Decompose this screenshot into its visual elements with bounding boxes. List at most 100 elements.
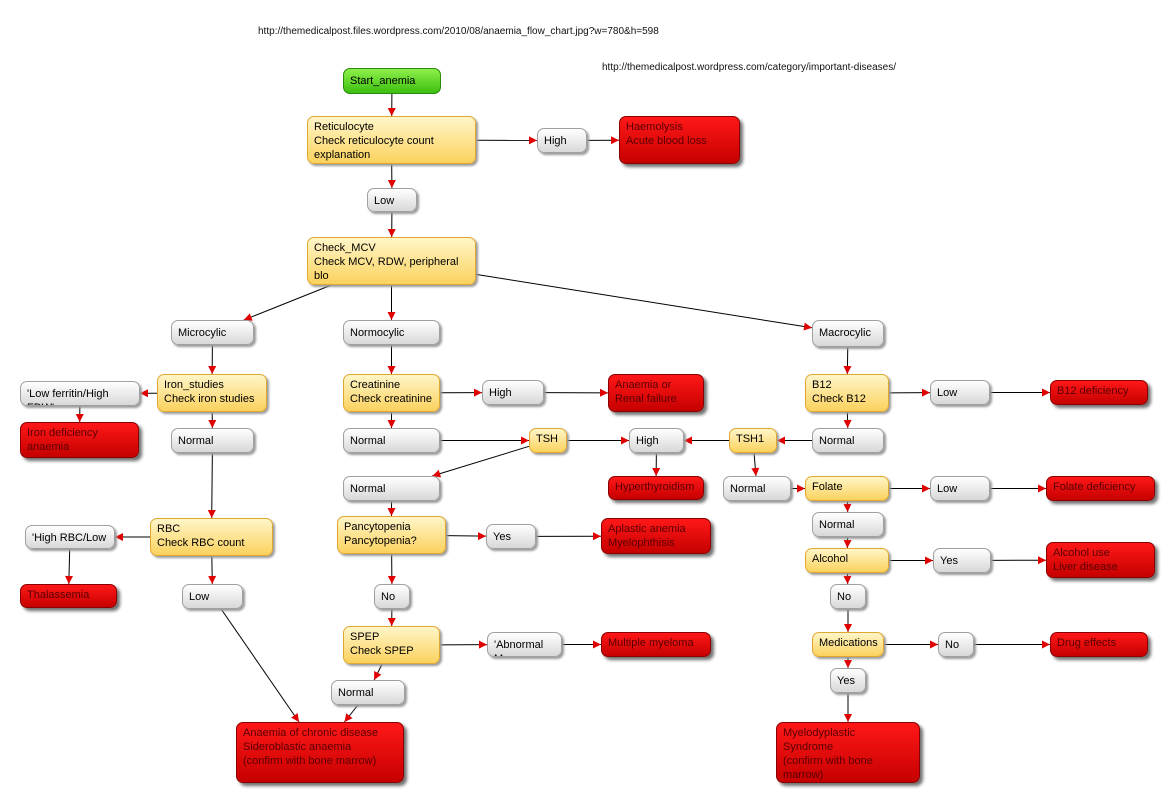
node-text-line: Acute blood loss (626, 135, 707, 147)
node-text-line: RBC (157, 523, 181, 535)
arrowhead (291, 713, 299, 722)
arrowhead (1038, 484, 1046, 493)
arrowhead (777, 436, 785, 445)
node-text-line: Check reticulocyte count (314, 135, 434, 147)
source-url-top: http://themedicalpost.files.wordpress.co… (258, 26, 659, 37)
arrowhead (387, 420, 396, 428)
arrowhead (797, 484, 805, 493)
node-text-line: (confirm with bone marrow) (783, 755, 873, 781)
node-text-line: Check B12 (812, 393, 866, 405)
node-text-line: Anaemia of chronic disease (243, 727, 379, 739)
node-text-line: B12 deficiency (1057, 385, 1129, 397)
node-macrocytic: Macrocylic (812, 320, 884, 347)
node-text-line: Liver disease (1053, 561, 1118, 573)
node-tsh1: TSH1 (729, 428, 777, 453)
arrowhead (115, 533, 123, 541)
node-text-line: Start_anemia (350, 75, 416, 87)
node-alcohol: Alcohol (805, 548, 889, 573)
node-text-line: 'Low ferritin/High FDW' (27, 388, 109, 405)
node-tsh-high: High (629, 428, 684, 453)
node-text-line: High (489, 387, 512, 399)
arrowhead (387, 617, 396, 626)
node-abnormal-m: 'Abnormal M (487, 632, 562, 657)
arrowhead (387, 228, 396, 237)
node-thalassemia: Thalassemia (20, 584, 117, 608)
node-tsh: TSH (529, 428, 567, 453)
node-drug-effects: Drug effects (1050, 632, 1148, 657)
node-text-line: Drug effects (1057, 637, 1117, 649)
arrowhead (593, 640, 601, 649)
node-text-line: Creatinine (350, 379, 401, 391)
node-text-line: Yes (837, 675, 855, 687)
node-text-line: Medications (819, 637, 878, 649)
arrowhead (684, 436, 692, 445)
node-text-line: High (636, 435, 659, 447)
node-text-line: Check_MCV (314, 242, 376, 254)
node-text-line: Yes (493, 531, 511, 543)
node-text-line: Thalassemia (27, 589, 90, 601)
node-text-line: Check creatinine (350, 393, 432, 405)
arrowhead (208, 365, 217, 374)
node-text-line: Folate (812, 481, 843, 493)
node-text-line: Yes (940, 555, 958, 567)
arrowhead (387, 179, 396, 188)
node-tsh1-normal: Normal (723, 476, 791, 501)
connector-line (220, 608, 300, 723)
node-text-line: No (381, 591, 396, 603)
connector-line (243, 284, 332, 321)
node-normocytic: Normocylic (343, 320, 440, 345)
node-text-line: Normal (178, 435, 214, 447)
node-text-line: Alcohol use (1053, 547, 1110, 559)
arrowhead (925, 556, 933, 565)
node-tsh-normal: Normal (343, 476, 440, 501)
node-text-line: TSH (536, 433, 558, 445)
node-text-line: Iron_studies (164, 379, 224, 391)
node-text-line: Myelodyplastic (783, 727, 856, 739)
node-text-line: Anaemia or (615, 379, 672, 391)
node-text-line: explanation (314, 283, 469, 284)
node-text-line: Iron deficiency (27, 427, 98, 439)
node-text-line: Aplastic anemia (608, 523, 686, 535)
node-text-line: Myelophthisis (608, 537, 675, 549)
node-low-ferritin: 'Low ferritin/High FDW' (20, 381, 140, 406)
arrowhead (374, 671, 382, 680)
arrowhead (65, 575, 74, 584)
node-text-line: 'Abnormal M (494, 639, 544, 656)
node-text-line: Pancytopenia? (344, 535, 417, 547)
node-alcohol-yes: Yes (933, 548, 991, 573)
node-multiple-myeloma: Multiple myeloma (601, 632, 711, 657)
arrowhead (344, 713, 353, 722)
arrowhead (844, 660, 852, 668)
arrowhead (592, 532, 601, 541)
node-iron-normal: Normal (171, 428, 254, 453)
node-text-line: Low (937, 387, 958, 399)
node-text-line: No (945, 639, 960, 651)
node-retic-low: Low (367, 188, 417, 212)
node-retic-high: High (537, 128, 587, 153)
node-med-no: No (938, 632, 974, 657)
arrowhead (610, 136, 619, 145)
arrowhead (843, 419, 852, 428)
node-text-line: Check iron studies (164, 393, 255, 405)
arrowhead (528, 136, 537, 145)
arrowhead (1037, 556, 1046, 565)
arrowhead (243, 313, 253, 321)
arrowhead (930, 640, 938, 649)
arrowhead (803, 322, 812, 331)
node-text-line: No (837, 591, 852, 603)
node-b12-normal: Normal (812, 428, 884, 453)
arrowhead (1042, 640, 1050, 649)
arrowhead (477, 532, 486, 541)
node-text-line: Low (374, 195, 395, 207)
node-text-line: Haemolysis (626, 121, 683, 133)
node-text-line: Check SPEP (350, 645, 414, 657)
source-url-right: http://themedicalpost.wordpress.com/cate… (602, 62, 897, 73)
